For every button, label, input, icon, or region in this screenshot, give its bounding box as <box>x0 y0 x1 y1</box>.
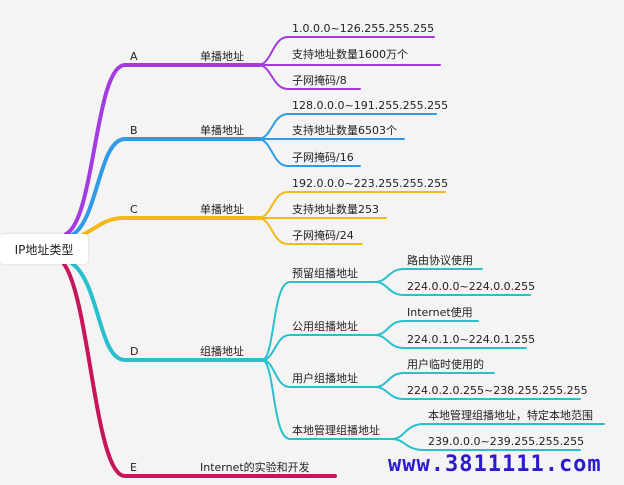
branch-a-item-3: 子网掩码/8 <box>292 74 347 87</box>
branch-b-item-3: 子网掩码/16 <box>292 151 354 164</box>
branch-d-label[interactable]: 组播地址 <box>200 345 244 358</box>
group-reserved-label[interactable]: 预留组播地址 <box>292 267 358 280</box>
group-local-leaf-2 <box>391 438 581 451</box>
branch-a-leaf-3 <box>257 64 361 90</box>
group-public-item-2: 224.0.1.0~224.0.1.255 <box>407 333 536 346</box>
branch-b-line <box>68 137 262 238</box>
group-local-label[interactable]: 本地管理组播地址 <box>292 424 380 437</box>
group-user-item-1: 用户临时使用的 <box>407 358 484 371</box>
group-user-item-2: 224.0.2.0.255~238.255.255.255 <box>407 384 588 397</box>
group-local-item-2: 239.0.0.0~239.255.255.255 <box>428 435 585 448</box>
branch-c-item-2: 支持地址数量253 <box>292 203 379 216</box>
group-public-line <box>261 334 376 361</box>
branch-a-line <box>64 63 262 236</box>
branch-a-leaf-1 <box>257 36 435 66</box>
group-public-item-1: Internet使用 <box>407 306 473 319</box>
branch-e-letter: E <box>130 461 137 474</box>
group-reserved-item-2: 224.0.0.0~224.0.0.255 <box>407 280 536 293</box>
group-reserved-leaf-2 <box>374 281 531 296</box>
group-user-label[interactable]: 用户组播地址 <box>292 372 358 385</box>
branch-b-label[interactable]: 单播地址 <box>200 124 244 137</box>
watermark-logo: www.3811111.com <box>388 452 602 477</box>
branch-d-letter: D <box>130 345 139 358</box>
branch-c-item-3: 子网掩码/24 <box>292 229 354 242</box>
branch-b-letter: B <box>130 124 138 137</box>
branch-c-leaf-3 <box>257 217 363 245</box>
branch-a-letter: A <box>130 50 138 63</box>
group-user-leaf-2 <box>374 386 581 400</box>
branch-c-item-1: 192.0.0.0~223.255.255.255 <box>292 177 449 190</box>
branch-b-leaf-3 <box>257 138 361 167</box>
group-reserved-item-1: 路由协议使用 <box>407 254 473 267</box>
group-local-line <box>261 359 393 440</box>
group-local-item-1: 本地管理组播地址，特定本地范围 <box>428 409 593 422</box>
branch-a-item-2: 支持地址数量1600万个 <box>292 48 408 61</box>
group-public-leaf-2 <box>374 334 527 349</box>
branch-c-label[interactable]: 单播地址 <box>200 203 244 216</box>
branch-b-item-1: 128.0.0.0~191.255.255.255 <box>292 99 449 112</box>
branch-e-label[interactable]: Internet的实验和开发 <box>200 461 310 474</box>
branch-e-line <box>62 262 337 478</box>
branch-a-item-1: 1.0.0.0~126.255.255.255 <box>292 22 435 35</box>
branch-d-line <box>68 260 267 362</box>
branch-c-line <box>82 216 262 236</box>
group-public-label[interactable]: 公用组播地址 <box>292 320 358 333</box>
branch-c-letter: C <box>130 203 138 216</box>
group-reserved-line <box>261 281 376 361</box>
root-node[interactable]: IP地址类型 <box>0 234 88 264</box>
branch-a-label[interactable]: 单播地址 <box>200 50 244 63</box>
branch-b-item-2: 支持地址数量6503个 <box>292 124 397 137</box>
